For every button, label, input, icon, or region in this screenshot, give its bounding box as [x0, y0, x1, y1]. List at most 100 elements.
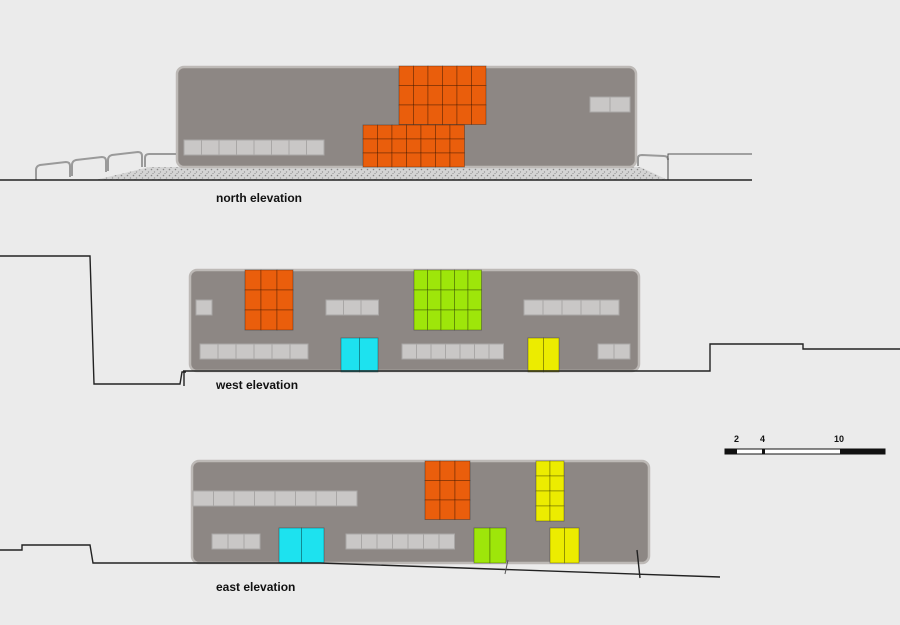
east-yellow-panel-upper-cell [549, 505, 565, 522]
west-window-strip-mid-cell [343, 299, 362, 316]
scale-bar-segment-2 [762, 449, 765, 454]
west-cyan-door-cell [359, 337, 379, 373]
west-lime-panel-cell [427, 309, 442, 331]
north-orange-panel-lower-cell [435, 152, 451, 168]
west-window-strip-lower-mid-cell [459, 343, 475, 360]
north-orange-panel-upper-cell [427, 85, 443, 106]
north-orange-panel-lower-cell [449, 152, 465, 168]
north-orange-panel-lower-cell [420, 152, 436, 168]
west-lime-panel [413, 269, 482, 331]
north-window-strip-left-cell [271, 139, 290, 156]
west-left-terrain [0, 255, 186, 385]
east-window-strip-upper-cell [295, 490, 317, 507]
east-window-strip-upper-cell [233, 490, 255, 507]
east-cyan-door-cell [278, 527, 302, 564]
west-lime-panel-cell [454, 269, 469, 291]
north-window-strip-right [589, 96, 631, 113]
east-ground-slope [192, 562, 721, 578]
west-orange-panel-cell [276, 289, 294, 311]
north-orange-panel-upper-cell [442, 85, 458, 106]
east-window-strip-lower-mid-cell [407, 533, 424, 550]
east-yellow-panel-lower [549, 527, 580, 564]
west-window-strip-lower-left-cell [253, 343, 273, 360]
east-orange-panel-cell [439, 480, 456, 501]
east-orange-panel-cell [454, 480, 471, 501]
north-orange-panel-lower-cell [420, 124, 436, 140]
east-yellow-panel-upper-cell [535, 475, 551, 492]
west-lime-panel-cell [467, 289, 482, 311]
east-window-strip-lower-mid [345, 533, 455, 550]
east-window-strip-lower-mid-cell [438, 533, 455, 550]
west-lime-panel-cell [427, 269, 442, 291]
east-color-panels [278, 460, 580, 564]
east-yellow-panel-upper-cell [535, 505, 551, 522]
west-window-strip-right [523, 299, 620, 316]
east-elevation [0, 459, 721, 579]
west-orange-panel-cell [244, 269, 262, 291]
west-color-panels [244, 269, 560, 373]
north-orange-panel-upper-cell [427, 65, 443, 86]
north-orange-panel-upper-cell [471, 85, 487, 106]
east-orange-panel-cell [454, 460, 471, 481]
east-window-strip-upper-cell [192, 490, 214, 507]
west-cyan-door [340, 337, 379, 373]
north-window-strip-left-cell [253, 139, 272, 156]
east-orange-panel-cell [439, 499, 456, 520]
west-window-strip-lower-mid-cell [474, 343, 490, 360]
north-orange-panel-upper-cell [442, 65, 458, 86]
west-elevation-label: west elevation [216, 378, 299, 392]
west-window-strip-lower-left [199, 343, 309, 360]
east-window-strip-lower-mid-cell [392, 533, 409, 550]
east-window-strip-lower-left-cell [227, 533, 245, 550]
north-orange-panel-upper-cell [456, 104, 472, 125]
north-orange-panel-upper-cell [456, 85, 472, 106]
west-orange-panel-cell [260, 269, 278, 291]
north-orange-panel-upper-cell [413, 85, 429, 106]
scale-bar [724, 448, 886, 455]
west-window-strip-lower-left-cell [271, 343, 291, 360]
west-window-strip-lower-left-cell [217, 343, 237, 360]
west-window-edge-left [195, 299, 213, 316]
east-left-terrain [0, 544, 192, 564]
east-yellow-panel-upper-cell [549, 460, 565, 477]
east-window-bands [192, 490, 455, 550]
west-orange-panel-cell [244, 309, 262, 331]
west-window-strip-lower-right [597, 343, 631, 360]
north-orange-panel-lower-cell [449, 124, 465, 140]
east-lime-door [473, 527, 507, 564]
gravel-embankment [95, 167, 668, 180]
west-lime-panel-cell [440, 309, 455, 331]
north-orange-panel-lower-cell [435, 124, 451, 140]
west-orange-panel-cell [260, 309, 278, 331]
west-window-strip-lower-mid [401, 343, 504, 360]
north-window-strip-right-cell [589, 96, 611, 113]
east-yellow-panel-upper [535, 460, 565, 522]
north-orange-panel-upper-cell [442, 104, 458, 125]
east-orange-panel-cell [424, 460, 441, 481]
east-window-strip-lower-left [211, 533, 261, 550]
north-orange-panel-upper-cell [456, 65, 472, 86]
east-cyan-door [278, 527, 325, 564]
east-lime-door-cell [473, 527, 491, 564]
east-window-strip-lower-left-cell [243, 533, 261, 550]
west-window-strip-lower-mid-cell [416, 343, 432, 360]
west-window-strip-lower-mid-cell [430, 343, 446, 360]
west-window-edge-left-cell [195, 299, 213, 316]
scale-tick-label-4: 4 [760, 434, 766, 444]
east-ramp-line [504, 559, 509, 575]
north-orange-panel-upper-cell [413, 104, 429, 125]
north-right-terrain [667, 153, 752, 160]
north-orange-panel-upper-cell [471, 65, 487, 86]
east-yellow-panel-upper-cell [535, 490, 551, 507]
west-window-strip-mid-cell [360, 299, 379, 316]
west-lime-panel-cell [467, 269, 482, 291]
west-window-strip-right-cell [580, 299, 601, 316]
west-lime-panel-cell [454, 309, 469, 331]
east-elevation-label: east elevation [216, 580, 296, 594]
north-elevation [0, 65, 752, 181]
west-window-strip-lower-mid-cell [445, 343, 461, 360]
east-orange-panel-cell [439, 460, 456, 481]
west-lime-panel-cell [440, 269, 455, 291]
west-lime-panel-cell [440, 289, 455, 311]
west-window-strip-right-cell [599, 299, 620, 316]
